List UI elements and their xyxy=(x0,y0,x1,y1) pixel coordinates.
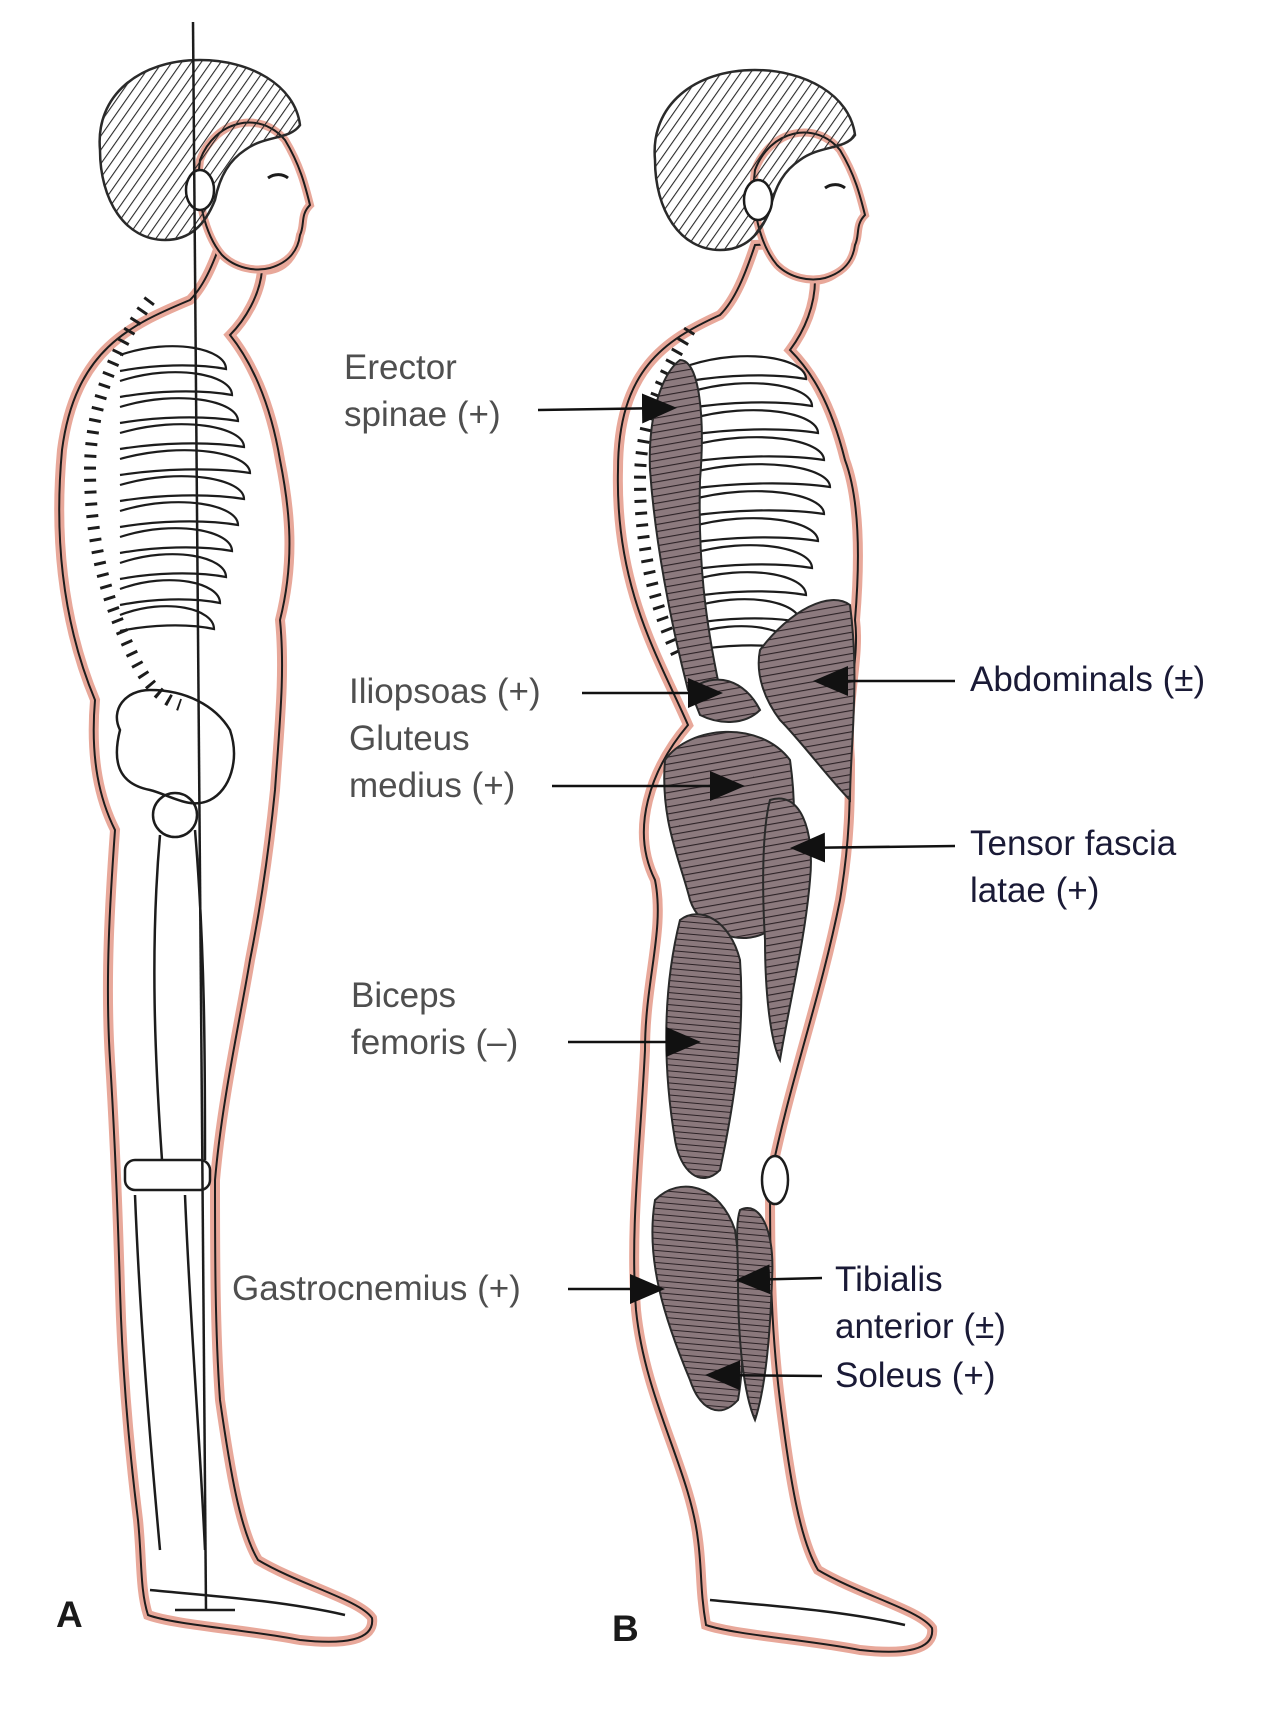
rib xyxy=(119,345,228,373)
label-iliopsoas-line1: Iliopsoas (+) xyxy=(349,672,541,711)
figure-b xyxy=(612,68,938,1657)
rib xyxy=(689,490,826,518)
figure-a-body-line xyxy=(58,229,374,1643)
label-gastrocnemius-line1: Gastrocnemius (+) xyxy=(232,1269,521,1308)
arrow-soleus xyxy=(705,1360,823,1391)
rib xyxy=(119,501,240,529)
rib xyxy=(119,423,246,451)
label-arrows xyxy=(537,393,956,1391)
label-soleus-line1: Soleus (+) xyxy=(835,1356,996,1395)
label-gluteus-medius-line1: Gluteus xyxy=(349,719,470,758)
panel-label-b: B xyxy=(612,1608,639,1649)
figure-a-foot xyxy=(149,1588,346,1617)
rib xyxy=(119,553,228,581)
gastrocnemius-muscle xyxy=(651,1185,744,1412)
label-tensor-fascia-latae-line1: Tensor fascia xyxy=(970,824,1177,863)
label-erector-spinae: Erector spinae (+) xyxy=(344,344,501,438)
figure-a-body-outline xyxy=(54,225,378,1647)
rib xyxy=(119,579,222,607)
rib xyxy=(119,449,252,477)
figure-a-hip-joint xyxy=(151,791,199,839)
figure-b-foot xyxy=(709,1598,906,1627)
label-tibialis-anterior: Tibialis anterior (±) xyxy=(835,1256,1006,1350)
figure-a-hair xyxy=(98,58,302,242)
label-tensor-fascia-latae: Tensor fascia latae (+) xyxy=(970,820,1176,914)
label-abdominals-line1: Abdominals (±) xyxy=(970,660,1206,699)
abdominals-muscle xyxy=(757,599,856,803)
label-biceps-femoris-line1: Biceps xyxy=(351,976,457,1015)
label-abdominals: Abdominals (±) xyxy=(970,656,1205,703)
rib xyxy=(689,517,820,545)
rib xyxy=(689,355,808,383)
label-gluteus-medius-line2: medius (+) xyxy=(349,766,516,805)
figure-b-body-line xyxy=(616,238,934,1653)
arrow-tensor-fascia-latae xyxy=(790,832,956,863)
panel-label-a: A xyxy=(56,1594,83,1635)
figure-b-eye xyxy=(824,183,846,190)
arrow-tibialis-anterior xyxy=(735,1264,823,1295)
arrow-erector-spinae xyxy=(537,393,677,424)
label-tibialis-anterior-line2: anterior (±) xyxy=(835,1307,1006,1346)
figure-a-pelvis xyxy=(115,688,236,805)
rib xyxy=(689,571,808,599)
rib xyxy=(689,463,832,491)
label-tibialis-anterior-line1: Tibialis xyxy=(835,1260,943,1299)
figure-a-knee xyxy=(123,1158,212,1192)
figure-a-tibia xyxy=(133,1194,207,1551)
label-gastrocnemius: Gastrocnemius (+) xyxy=(232,1265,521,1312)
label-erector-spinae-line2: spinae (+) xyxy=(344,395,501,434)
rib xyxy=(119,397,240,425)
label-iliopsoas: Iliopsoas (+) xyxy=(349,668,541,715)
figure-b-hair xyxy=(653,68,857,252)
figure-a-ear xyxy=(184,168,216,212)
figure-b-kneecap xyxy=(760,1154,790,1206)
rib xyxy=(689,544,814,572)
rib xyxy=(119,371,234,399)
figure-a xyxy=(54,21,378,1647)
rib xyxy=(119,475,246,503)
figure-b-ear xyxy=(742,178,774,222)
rib xyxy=(689,409,820,437)
figure-a-eye xyxy=(267,173,289,180)
rib xyxy=(689,436,826,464)
label-soleus: Soleus (+) xyxy=(835,1352,996,1399)
label-biceps-femoris: Biceps femoris (–) xyxy=(351,972,518,1066)
rib xyxy=(689,382,814,410)
label-tensor-fascia-latae-line2: latae (+) xyxy=(970,871,1100,910)
label-erector-spinae-line1: Erector xyxy=(344,348,457,387)
figure-a-ribcage xyxy=(119,345,252,633)
figure-a-plumb-line xyxy=(191,21,208,1611)
rib xyxy=(119,605,216,633)
label-gluteus-medius: Gluteus medius (+) xyxy=(349,715,515,809)
figure-a-femur xyxy=(153,829,207,1161)
rib xyxy=(119,527,234,555)
label-biceps-femoris-line2: femoris (–) xyxy=(351,1023,519,1062)
